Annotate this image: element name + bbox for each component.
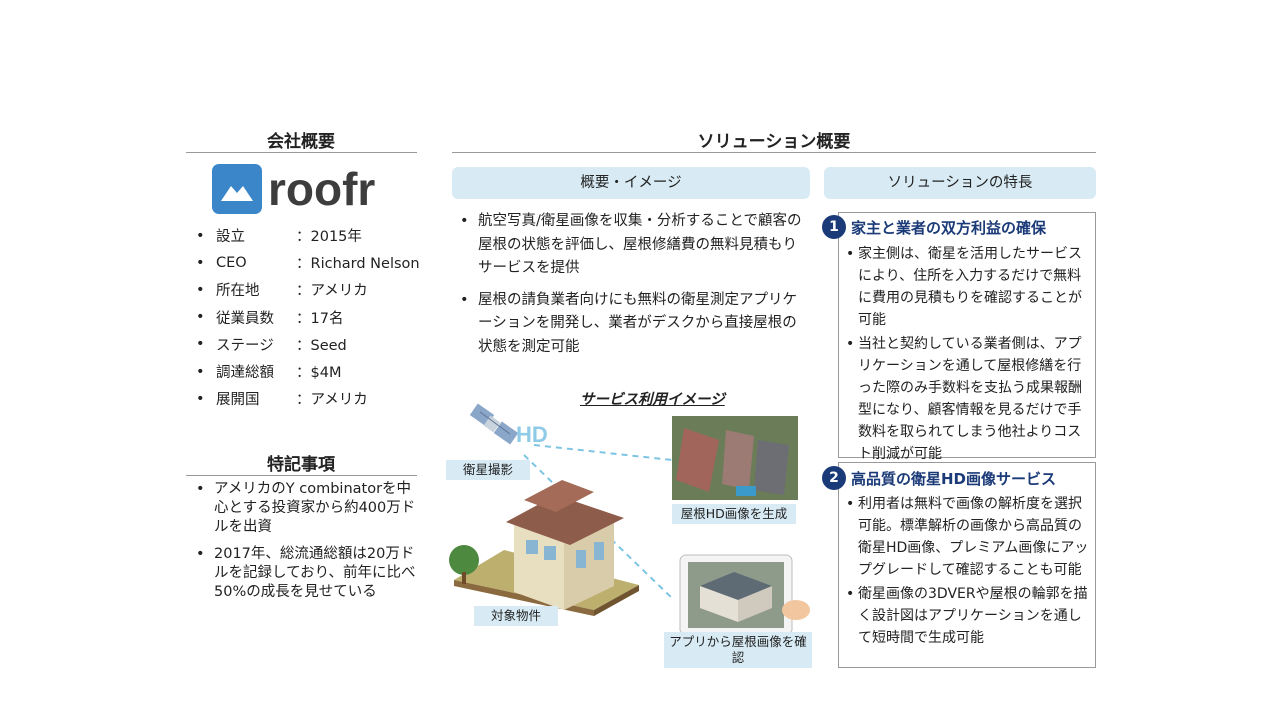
list-item: •利用者は無料で画像の解析度を選択可能。標準解析の画像から高品質の衛星HD画像、…	[846, 493, 1090, 581]
profile-label: ステージ	[216, 337, 274, 354]
roof-hd-tag: 屋根HD画像を生成	[672, 504, 796, 524]
profile-row: •所在地：アメリカ	[196, 276, 436, 303]
house-icon	[454, 480, 639, 616]
list-item: •アメリカのY combinatorを中心とする投資家から約400万ドルを出資	[196, 480, 418, 537]
service-illustration	[449, 403, 810, 636]
profile-value: ：アメリカ	[296, 392, 368, 409]
profile-row: •ステージ：Seed	[196, 331, 436, 358]
list-item: •当社と契約している業者側は、アプリケーションを通して屋根修繕を行った際のみ手数…	[846, 333, 1090, 465]
service-image-title: サービス利用イメージ	[580, 392, 725, 408]
profile-label: 所在地	[216, 283, 260, 300]
profile-label: CEO	[216, 254, 247, 271]
company-logo: roofr	[212, 164, 375, 214]
aerial-photo	[672, 416, 798, 500]
tablet-icon	[679, 554, 810, 636]
feature-box-1	[838, 212, 1096, 458]
list-item: •衛星画像の3DVERや屋根の輪郭を描く設計図はアプリケーションを通して短時間で…	[846, 583, 1090, 649]
profile-row: •調達総額：$4M	[196, 358, 436, 385]
company-section-title: 会社概要	[267, 132, 335, 152]
overview-pill: 概要・イメージ	[452, 167, 810, 199]
feature-number-badge: 1	[822, 215, 846, 239]
list-item: •家主側は、衛星を活用したサービスにより、住所を入力するだけで無料に費用の見積も…	[846, 243, 1090, 331]
feature-title: 家主と業者の双方利益の確保	[851, 218, 1047, 237]
tree-icon	[449, 545, 479, 584]
satellite-icon	[469, 403, 519, 445]
feature-text: 当社と契約している業者側は、アプリケーションを通して屋根修繕を行った際のみ手数料…	[858, 336, 1082, 462]
list-item: •航空写真/衛星画像を収集・分析することで顧客の屋根の状態を評価し、屋根修繕費の…	[456, 210, 808, 281]
profile-value: ：Seed	[296, 337, 347, 354]
profile-value: ：アメリカ	[296, 283, 368, 300]
profile-label: 調達総額	[216, 365, 274, 382]
note-text: アメリカのY combinatorを中心とする投資家から約400万ドルを出資	[214, 481, 416, 535]
profile-label: 設立	[216, 229, 245, 246]
overview-list: •航空写真/衛星画像を収集・分析することで顧客の屋根の状態を評価し、屋根修繕費の…	[456, 210, 808, 367]
profile-row: •設立：2015年	[196, 222, 436, 249]
feature-box-2	[838, 462, 1096, 668]
roof-logo-icon	[212, 164, 262, 214]
feature-number-badge: 2	[822, 466, 846, 490]
hd-label: HD	[516, 422, 548, 447]
profile-row: •展開国：アメリカ	[196, 385, 436, 412]
feature-header-2: 2 高品質の衛星HD画像サービス	[822, 466, 1056, 490]
profile-label: 従業員数	[216, 310, 274, 327]
feature-list-2: •利用者は無料で画像の解析度を選択可能。標準解析の画像から高品質の衛星HD画像、…	[846, 493, 1090, 651]
company-profile-list: •設立：2015年 •CEO：Richard Nelson •所在地：アメリカ …	[196, 222, 436, 412]
profile-label: 展開国	[216, 392, 260, 409]
profile-value: ：Richard Nelson	[296, 256, 420, 273]
notes-title-rule	[186, 475, 417, 476]
company-title-rule	[186, 152, 417, 153]
profile-row: •CEO：Richard Nelson	[196, 249, 436, 276]
solution-title-rule	[452, 152, 1096, 153]
feature-list-1: •家主側は、衛星を活用したサービスにより、住所を入力するだけで無料に費用の見積も…	[846, 243, 1090, 467]
notes-list: •アメリカのY combinatorを中心とする投資家から約400万ドルを出資 …	[196, 480, 418, 610]
profile-row: •従業員数：17名	[196, 304, 436, 331]
feature-text: 衛星画像の3DVERや屋根の輪郭を描く設計図はアプリケーションを通して短時間で生…	[858, 586, 1088, 646]
features-pill: ソリューションの特長	[824, 167, 1096, 199]
list-item: •2017年、総流通総額は20万ドルを記録しており、前年に比べ50%の成長を見せ…	[196, 545, 418, 602]
feature-title: 高品質の衛星HD画像サービス	[851, 469, 1057, 488]
satellite-tag: 衛星撮影	[446, 460, 530, 480]
overview-text: 航空写真/衛星画像を収集・分析することで顧客の屋根の状態を評価し、屋根修繕費の無…	[478, 213, 802, 276]
logo-wordmark: roofr	[268, 163, 376, 215]
app-tag: アプリから屋根画像を確認	[664, 632, 812, 668]
profile-value: ：$4M	[296, 365, 342, 382]
feature-text: 利用者は無料で画像の解析度を選択可能。標準解析の画像から高品質の衛星HD画像、プ…	[858, 496, 1089, 578]
list-item: •屋根の請負業者向けにも無料の衛星測定アプリケーションを開発し、業者がデスクから…	[456, 289, 808, 360]
feature-header-1: 1 家主と業者の双方利益の確保	[822, 215, 1046, 239]
notes-section-title: 特記事項	[267, 455, 335, 475]
profile-value: ：17名	[296, 310, 344, 327]
property-tag: 対象物件	[474, 606, 558, 626]
overview-text: 屋根の請負業者向けにも無料の衛星測定アプリケーションを開発し、業者がデスクから直…	[478, 291, 797, 355]
feature-text: 家主側は、衛星を活用したサービスにより、住所を入力するだけで無料に費用の見積もり…	[858, 246, 1082, 328]
note-text: 2017年、総流通総額は20万ドルを記録しており、前年に比べ50%の成長を見せて…	[214, 546, 416, 600]
profile-value: ：2015年	[296, 229, 362, 246]
solution-section-title: ソリューション概要	[697, 132, 851, 152]
